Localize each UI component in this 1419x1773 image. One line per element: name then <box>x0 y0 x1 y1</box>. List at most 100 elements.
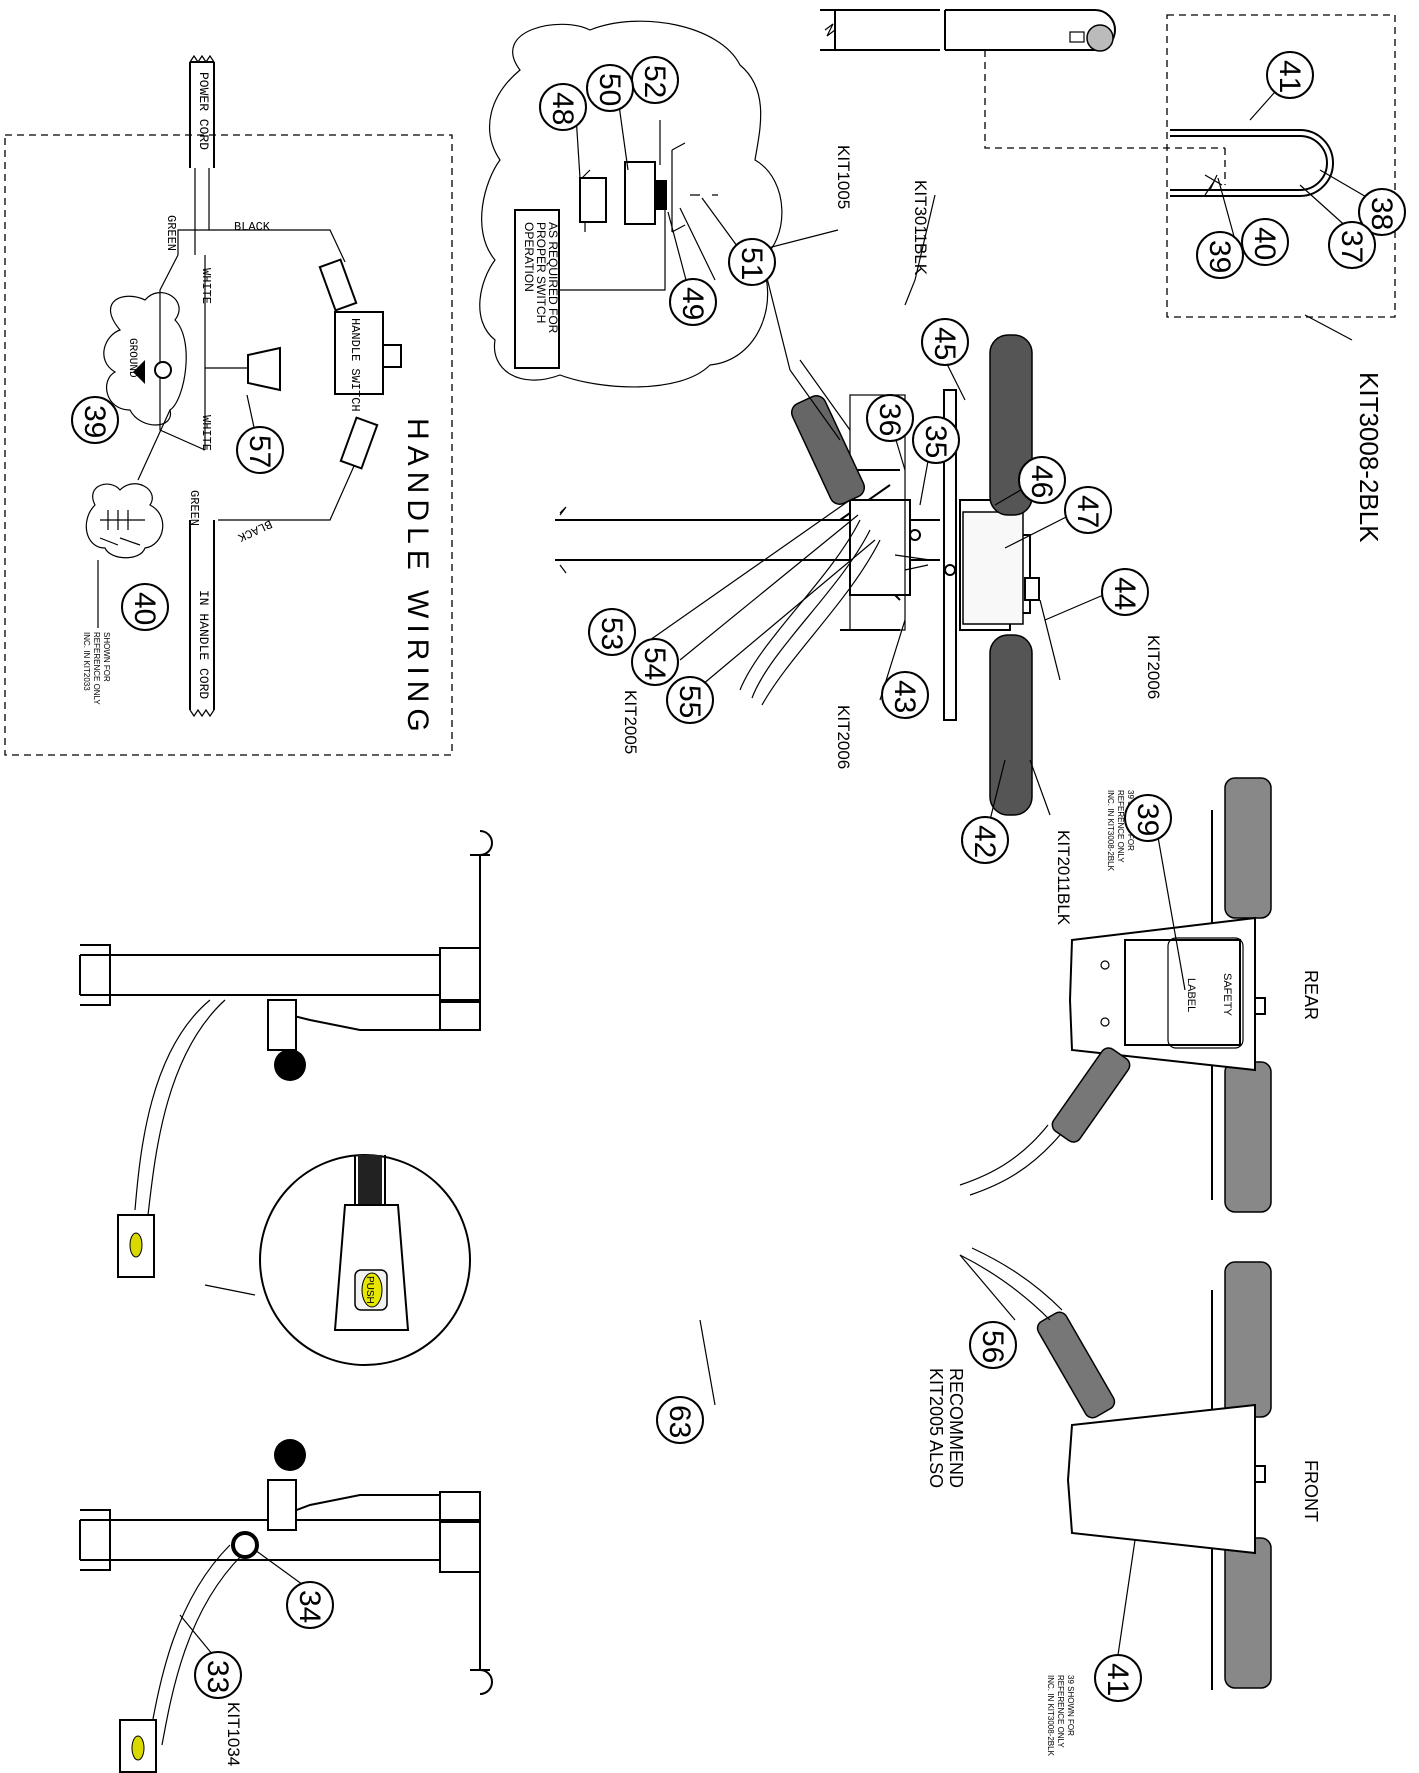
black-wire-label-bottom: BLACK <box>235 516 274 544</box>
callout-50: 50 <box>586 64 634 112</box>
svg-text:43: 43 <box>888 680 921 713</box>
callout-63: 63 <box>656 1396 704 1444</box>
handle-assembly <box>555 334 1040 816</box>
callout-55: 55 <box>666 676 714 724</box>
svg-text:40: 40 <box>128 592 161 625</box>
wiring-note-line1: SHOWN FOR <box>102 632 111 682</box>
callout-57: 57 <box>236 426 284 474</box>
callout-42: 42 <box>961 816 1009 864</box>
kit2006-label-left: KIT2006 <box>834 705 853 769</box>
svg-text:45: 45 <box>928 327 961 360</box>
callout-43: 43 <box>881 671 929 719</box>
white-wire-label-top: WHITE <box>199 268 213 304</box>
callout-41-front: 41 <box>1094 1654 1142 1702</box>
callout-54: 54 <box>631 638 679 686</box>
white-wire-label-bottom: WHITE <box>199 415 213 451</box>
rear-note-line2: REFERENCE ONLY <box>1116 790 1125 863</box>
rear-note-line3: INC. IN KIT3008-2BLK <box>1106 790 1115 872</box>
recommend-line1: RECOMMEND <box>946 1368 966 1488</box>
svg-text:39: 39 <box>1131 803 1164 836</box>
callout-40-wiring: 40 <box>121 583 169 631</box>
svg-text:34: 34 <box>293 1590 326 1623</box>
svg-text:57: 57 <box>243 435 276 468</box>
svg-text:47: 47 <box>1071 495 1104 528</box>
svg-text:53: 53 <box>595 617 628 650</box>
handle-switch-label: HANDLE SWITCH <box>348 318 362 412</box>
svg-text:50: 50 <box>593 73 626 106</box>
svg-text:38: 38 <box>1365 197 1398 230</box>
svg-text:56: 56 <box>976 1330 1009 1363</box>
callout-37: 37 <box>1328 221 1376 269</box>
svg-text:48: 48 <box>546 92 579 125</box>
green-wire-label-bottom: GREEN <box>187 490 201 526</box>
handle-wiring-title: HANDLE WIRING <box>401 418 434 738</box>
svg-text:39: 39 <box>1203 240 1236 273</box>
in-handle-cord-label: IN HANDLE CORD <box>196 590 211 699</box>
svg-text:46: 46 <box>1025 465 1058 498</box>
callout-46: 46 <box>1018 456 1066 504</box>
svg-text:40: 40 <box>1248 227 1281 260</box>
handle-wiring-panel: POWER CORD IN HANDLE CORD BLACK BLACK WH… <box>4 54 453 756</box>
switch-detail-cloud: AS REQUIRED FOR PROPER SWITCH OPERATION <box>479 20 783 388</box>
callout-51: 51 <box>728 238 776 286</box>
callout-35: 35 <box>912 416 960 464</box>
kit2006-label-right: KIT2006 <box>1144 635 1163 699</box>
kit3011-label: KIT3011BLK <box>911 180 930 276</box>
callout-39-top: 39 <box>1196 231 1244 279</box>
callouts: 41 38 37 40 39 52 50 48 51 49 45 36 35 4… <box>71 51 1406 1702</box>
callout-36: 36 <box>866 394 914 442</box>
svg-text:51: 51 <box>735 247 768 280</box>
callout-45: 45 <box>921 318 969 366</box>
safety-text: SAFETY <box>1221 973 1233 1016</box>
callout-52: 52 <box>631 56 679 104</box>
svg-text:39: 39 <box>78 405 111 438</box>
kit3008-label: KIT3008-2BLK <box>1354 372 1384 543</box>
front-note-line2: REFERENCE ONLY <box>1056 1675 1065 1748</box>
callout-33: 33 <box>194 1651 242 1699</box>
svg-text:44: 44 <box>1108 577 1141 610</box>
callout-38: 38 <box>1358 188 1406 236</box>
svg-text:63: 63 <box>663 1405 696 1438</box>
front-note-line3: INC. IN KIT3008-2BLK <box>1046 1675 1055 1757</box>
front-view-handle: FRONT 39 SHOWN FOR REFERENCE ONLY INC. I… <box>926 1247 1321 1757</box>
kit2005-label: KIT2005 <box>621 690 640 754</box>
callout-44: 44 <box>1101 568 1149 616</box>
svg-text:54: 54 <box>638 647 671 680</box>
callout-40-top: 40 <box>1241 218 1289 266</box>
kit1034-label: KIT1034 <box>224 1702 243 1766</box>
wiring-note-line3: INC. IN KIT2033 <box>82 632 91 691</box>
callout-47: 47 <box>1064 486 1112 534</box>
callout-48: 48 <box>539 83 587 131</box>
rear-view-label: REAR <box>1301 970 1321 1020</box>
switch-note-line2: PROPER SWITCH <box>534 222 548 323</box>
callout-49: 49 <box>669 278 717 326</box>
callout-41-top: 41 <box>1266 51 1314 99</box>
kit-labels: KIT3008-2BLK KIT1005 KIT3011BLK KIT2006 … <box>224 145 1384 1766</box>
svg-text:52: 52 <box>638 65 671 98</box>
svg-text:41: 41 <box>1273 60 1306 93</box>
power-cord-label: POWER CORD <box>196 72 211 150</box>
kit3008-detail <box>820 9 1396 318</box>
wiring-note-line2: REFERENCE ONLY <box>92 632 101 705</box>
svg-text:49: 49 <box>676 287 709 320</box>
ground-label: GROUND <box>126 338 138 378</box>
switch-note-line1: AS REQUIRED FOR <box>546 222 560 334</box>
svg-text:36: 36 <box>873 403 906 436</box>
front-note-line1: 39 SHOWN FOR <box>1066 1675 1075 1736</box>
svg-text:41: 41 <box>1101 1663 1134 1696</box>
side-views: PUSH <box>79 830 493 1773</box>
kit1005-label: KIT1005 <box>834 145 853 209</box>
recommend-line2: KIT2005 ALSO <box>926 1368 946 1488</box>
callout-34: 34 <box>286 1581 334 1629</box>
rear-view-handle: SAFETY LABEL REAR 39 SHOWN FOR REFERENCE… <box>959 777 1321 1213</box>
label-text: LABEL <box>1185 978 1197 1012</box>
svg-text:42: 42 <box>968 825 1001 858</box>
svg-text:35: 35 <box>919 425 952 458</box>
green-wire-label-top: GREEN <box>164 215 178 251</box>
svg-text:37: 37 <box>1335 230 1368 263</box>
svg-text:33: 33 <box>201 1660 234 1693</box>
switch-note-line3: OPERATION <box>522 222 536 292</box>
svg-text:55: 55 <box>673 685 706 718</box>
callout-56: 56 <box>969 1321 1017 1369</box>
